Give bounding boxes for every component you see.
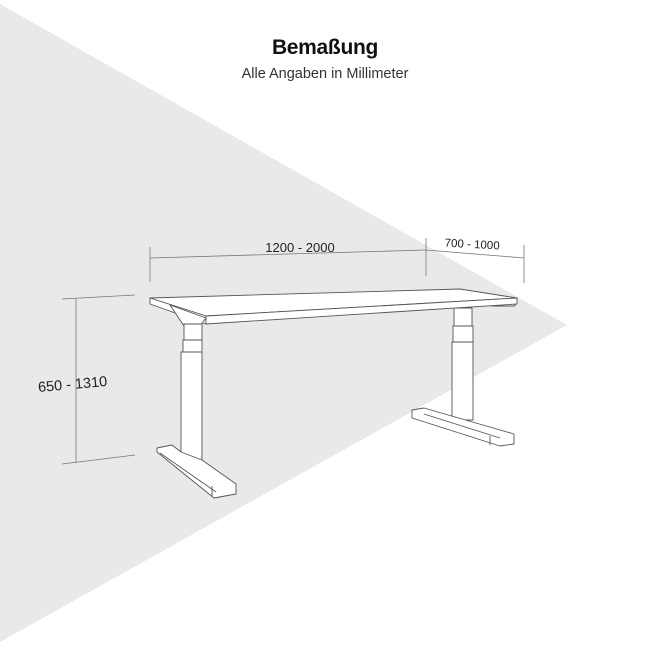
left-leg <box>156 323 237 499</box>
width-dimension <box>61 238 525 465</box>
page-title: Bemaßung <box>271 36 379 59</box>
right-leg <box>411 307 515 447</box>
desk <box>149 288 518 499</box>
page-subtitle: Alle Angaben in Millimeter <box>241 66 409 82</box>
tabletop-edge <box>205 297 518 325</box>
depth-label: 700 - 1000 <box>444 238 500 253</box>
shadow-triangle <box>0 4 567 642</box>
height-label: 650 - 1310 <box>37 374 107 396</box>
width-label: 1200 - 2000 <box>265 240 334 255</box>
